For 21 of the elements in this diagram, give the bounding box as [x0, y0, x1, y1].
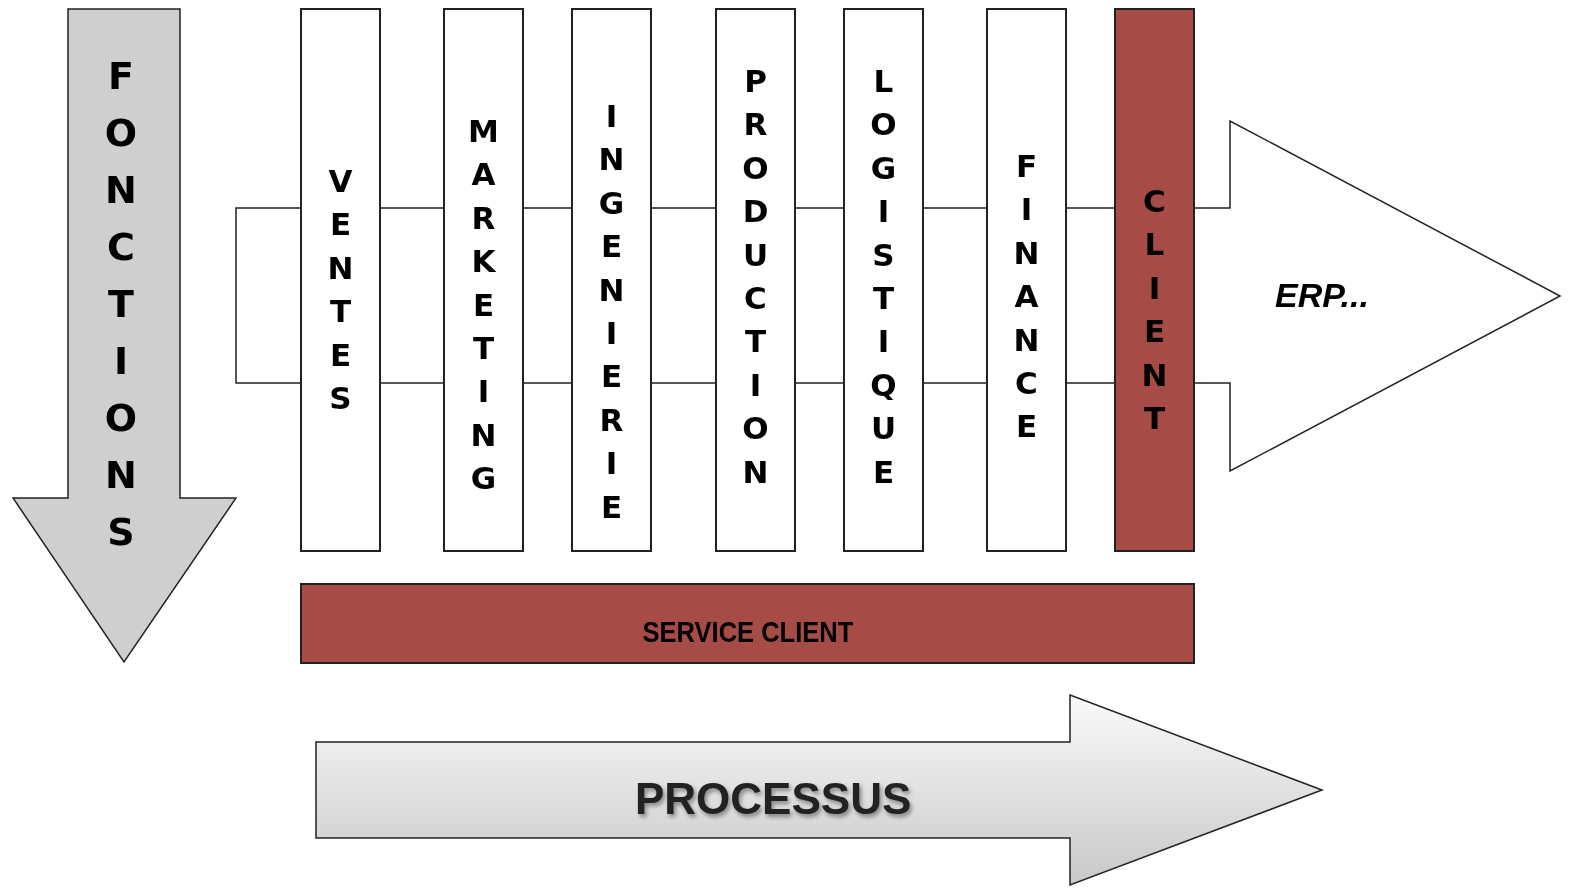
vertical-label: PRODUCTION [741, 62, 770, 492]
column-box [1114, 8, 1195, 552]
vertical-label: INGENIERIE [597, 97, 626, 527]
vertical-label: FINANCE [1012, 147, 1041, 447]
down-arrow [12, 8, 237, 664]
column-box [986, 8, 1067, 552]
vertical-label: VENTES [326, 162, 355, 418]
bar-label: SERVICE CLIENT [642, 614, 853, 650]
column-box [715, 8, 796, 552]
column-box [843, 8, 924, 552]
banner-bar [300, 583, 1195, 664]
right-arrow [315, 694, 1325, 887]
column-box [571, 8, 652, 552]
vertical-label: CLIENT [1140, 182, 1169, 438]
arrow-label: PROCESSUS [635, 774, 912, 823]
vertical-label: MARKETING [468, 112, 499, 499]
column-box [443, 8, 524, 552]
vertical-label: FONCTIONS [103, 53, 139, 556]
column-box [300, 8, 381, 552]
arrow-label: ERP... [1275, 276, 1369, 314]
vertical-label: LOGISTIQUE [869, 62, 898, 492]
